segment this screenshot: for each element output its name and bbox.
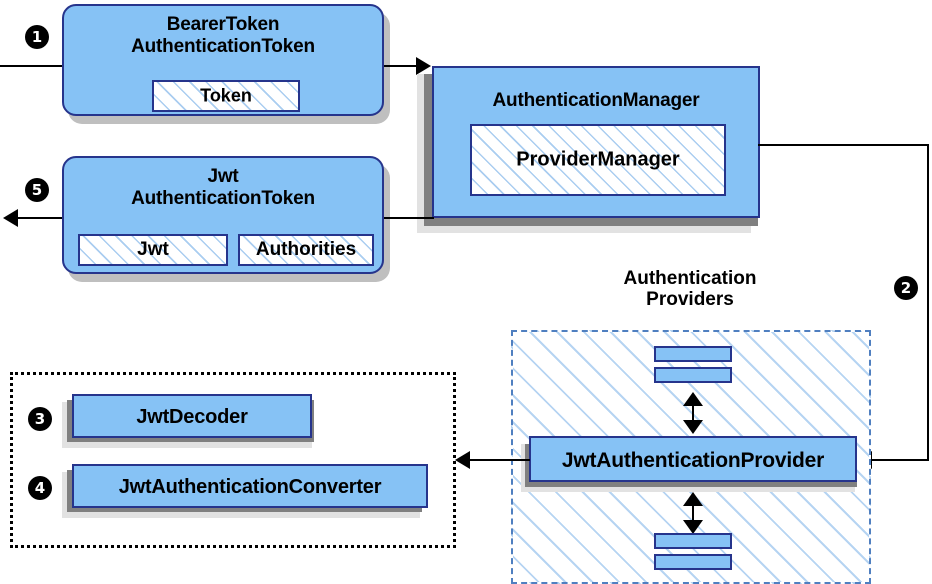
jwt-decoder-title: JwtDecoder	[136, 406, 248, 428]
bearer-token-title-line2: AuthenticationToken	[131, 36, 315, 57]
node-authentication-manager[interactable]: AuthenticationManager ProviderManager	[432, 66, 760, 218]
inner-box-provider-manager: ProviderManager	[470, 124, 726, 196]
connector-request-in	[0, 65, 110, 67]
arrowhead-provider-to-support-group	[455, 451, 470, 469]
step-badge-4: 4	[28, 476, 52, 500]
inner-box-jwt-label: Jwt	[137, 239, 169, 260]
step-badge-3: 3	[28, 407, 52, 431]
arrowhead-response-out	[3, 209, 18, 227]
node-jwt-authentication-token[interactable]: Jwt AuthenticationToken Jwt Authorities	[62, 156, 384, 274]
arrowhead-bearer-to-manager	[416, 57, 431, 75]
node-jwt-authentication-converter[interactable]: JwtAuthenticationConverter	[72, 464, 428, 508]
inner-box-token: Token	[152, 80, 300, 112]
provider-placeholder-bar-bottom-1	[654, 533, 732, 549]
node-jwt-authentication-provider[interactable]: JwtAuthenticationProvider	[529, 436, 857, 482]
connector-bearer-to-manager	[384, 65, 418, 67]
inner-box-authorities: Authorities	[238, 234, 374, 266]
group-label-authentication-providers: Authentication Providers	[570, 268, 810, 311]
authentication-manager-title: AuthenticationManager	[492, 90, 700, 111]
connector-provider-vertical-bottom	[692, 498, 694, 526]
jwt-authentication-converter-title: JwtAuthenticationConverter	[118, 476, 382, 498]
provider-placeholder-bar-top-2	[654, 367, 732, 383]
connector-provider-vertical-top	[692, 398, 694, 426]
provider-placeholder-bar-bottom-2	[654, 554, 732, 570]
provider-placeholder-bar-top-1	[654, 346, 732, 362]
step-badge-5: 5	[25, 178, 49, 202]
step-badge-1: 1	[25, 25, 49, 49]
group-label-line1: Authentication	[623, 268, 757, 289]
inner-box-authorities-label: Authorities	[255, 239, 357, 260]
connector-manager-to-jwt-token	[384, 217, 434, 219]
node-jwt-decoder[interactable]: JwtDecoder	[72, 394, 312, 438]
node-bearer-token-authentication-token[interactable]: BearerToken AuthenticationToken Token	[62, 4, 384, 116]
connector-step2-right	[927, 144, 929, 460]
jwt-token-title-line2: AuthenticationToken	[131, 188, 315, 209]
group-label-line2: Providers	[646, 289, 734, 311]
jwt-token-title-line1: Jwt	[207, 166, 239, 187]
connector-provider-to-support-group	[470, 459, 530, 461]
arrowhead-provider-down-bottom	[683, 520, 703, 534]
bearer-token-title-line1: BearerToken	[166, 14, 280, 35]
inner-box-provider-manager-label: ProviderManager	[516, 148, 680, 171]
inner-box-token-label: Token	[200, 85, 252, 106]
connector-step2-top	[758, 144, 929, 146]
connector-step2-bottom	[872, 459, 929, 461]
group-jwt-support	[10, 372, 456, 548]
step-badge-2: 2	[894, 276, 918, 300]
jwt-authentication-provider-title: JwtAuthenticationProvider	[561, 449, 825, 472]
arrowhead-provider-down-top	[683, 420, 703, 434]
connector-response-out	[18, 217, 84, 219]
inner-box-jwt: Jwt	[78, 234, 228, 266]
